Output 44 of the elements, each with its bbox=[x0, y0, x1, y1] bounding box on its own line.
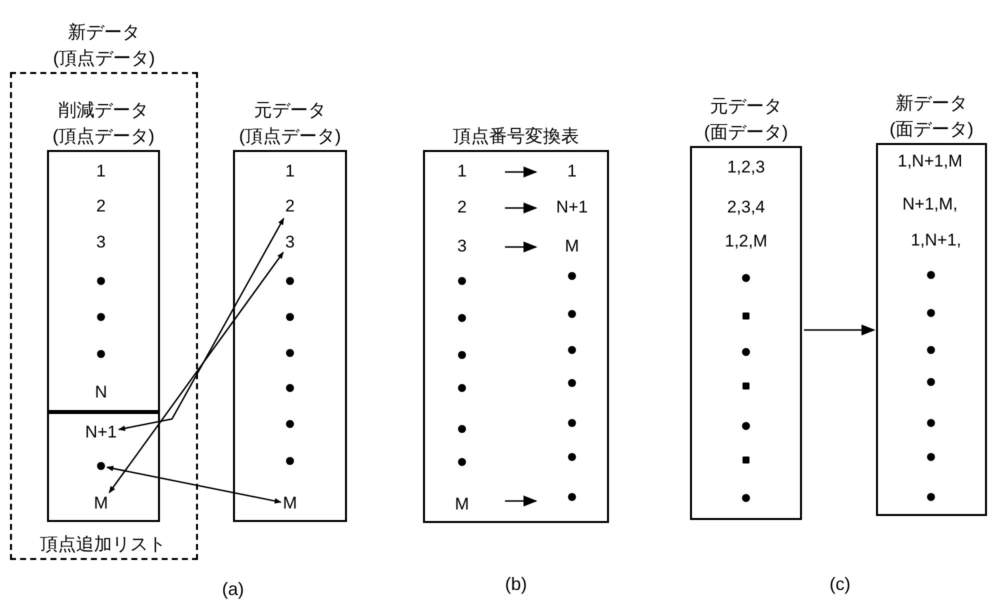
panel-label: (b) bbox=[505, 575, 527, 595]
arrow bbox=[108, 252, 284, 494]
list-item: 1 bbox=[96, 162, 106, 182]
data-box bbox=[47, 412, 160, 522]
table-entry: N+1 bbox=[556, 198, 588, 218]
box-heading: 元データ (面データ) bbox=[703, 94, 789, 144]
list-item: N+1 bbox=[85, 424, 117, 442]
list-item: M bbox=[282, 494, 298, 514]
table-entry: 1 bbox=[567, 162, 577, 182]
arrow bbox=[106, 466, 282, 504]
box-heading: 頂点番号変換表 bbox=[452, 124, 580, 148]
arrow bbox=[505, 202, 538, 214]
arrow bbox=[505, 166, 538, 178]
box-heading: 新データ (頂点データ) bbox=[52, 20, 156, 70]
panel-label: (a) bbox=[222, 580, 244, 600]
arrow bbox=[505, 495, 538, 507]
list-item: 1,2,M bbox=[724, 232, 768, 252]
list-item: 3 bbox=[96, 234, 106, 252]
box-heading: 元データ (頂点データ) bbox=[238, 98, 342, 148]
list-item: 1,N+1, bbox=[910, 232, 962, 250]
list-item: 3 bbox=[285, 234, 295, 252]
list-item: 1,N+1,M bbox=[898, 152, 962, 172]
arrow bbox=[804, 324, 876, 336]
box-caption: 頂点追加リスト bbox=[40, 535, 166, 555]
panel-label: (c) bbox=[830, 575, 850, 595]
list-item: 2,3,4 bbox=[727, 198, 765, 218]
arrow bbox=[118, 218, 284, 431]
box-heading: 新データ (面データ) bbox=[888, 92, 974, 141]
arrow bbox=[505, 241, 538, 253]
table-entry: M bbox=[454, 496, 470, 514]
list-item: 2 bbox=[96, 198, 106, 216]
list-item: 2 bbox=[285, 198, 295, 216]
dot bbox=[568, 493, 576, 501]
dot bbox=[97, 462, 105, 470]
list-item: 1 bbox=[285, 162, 295, 182]
box-heading: 削減データ (頂点データ) bbox=[52, 98, 156, 148]
list-item: N+1,M, bbox=[902, 196, 958, 214]
table-entry: 2 bbox=[457, 198, 467, 218]
table-entry: 3 bbox=[457, 238, 467, 256]
list-item: 1,2,3 bbox=[727, 158, 765, 178]
table-entry: M bbox=[564, 238, 580, 256]
list-item: N bbox=[94, 384, 108, 402]
list-item: M bbox=[94, 494, 108, 514]
table-entry: 1 bbox=[457, 162, 467, 182]
